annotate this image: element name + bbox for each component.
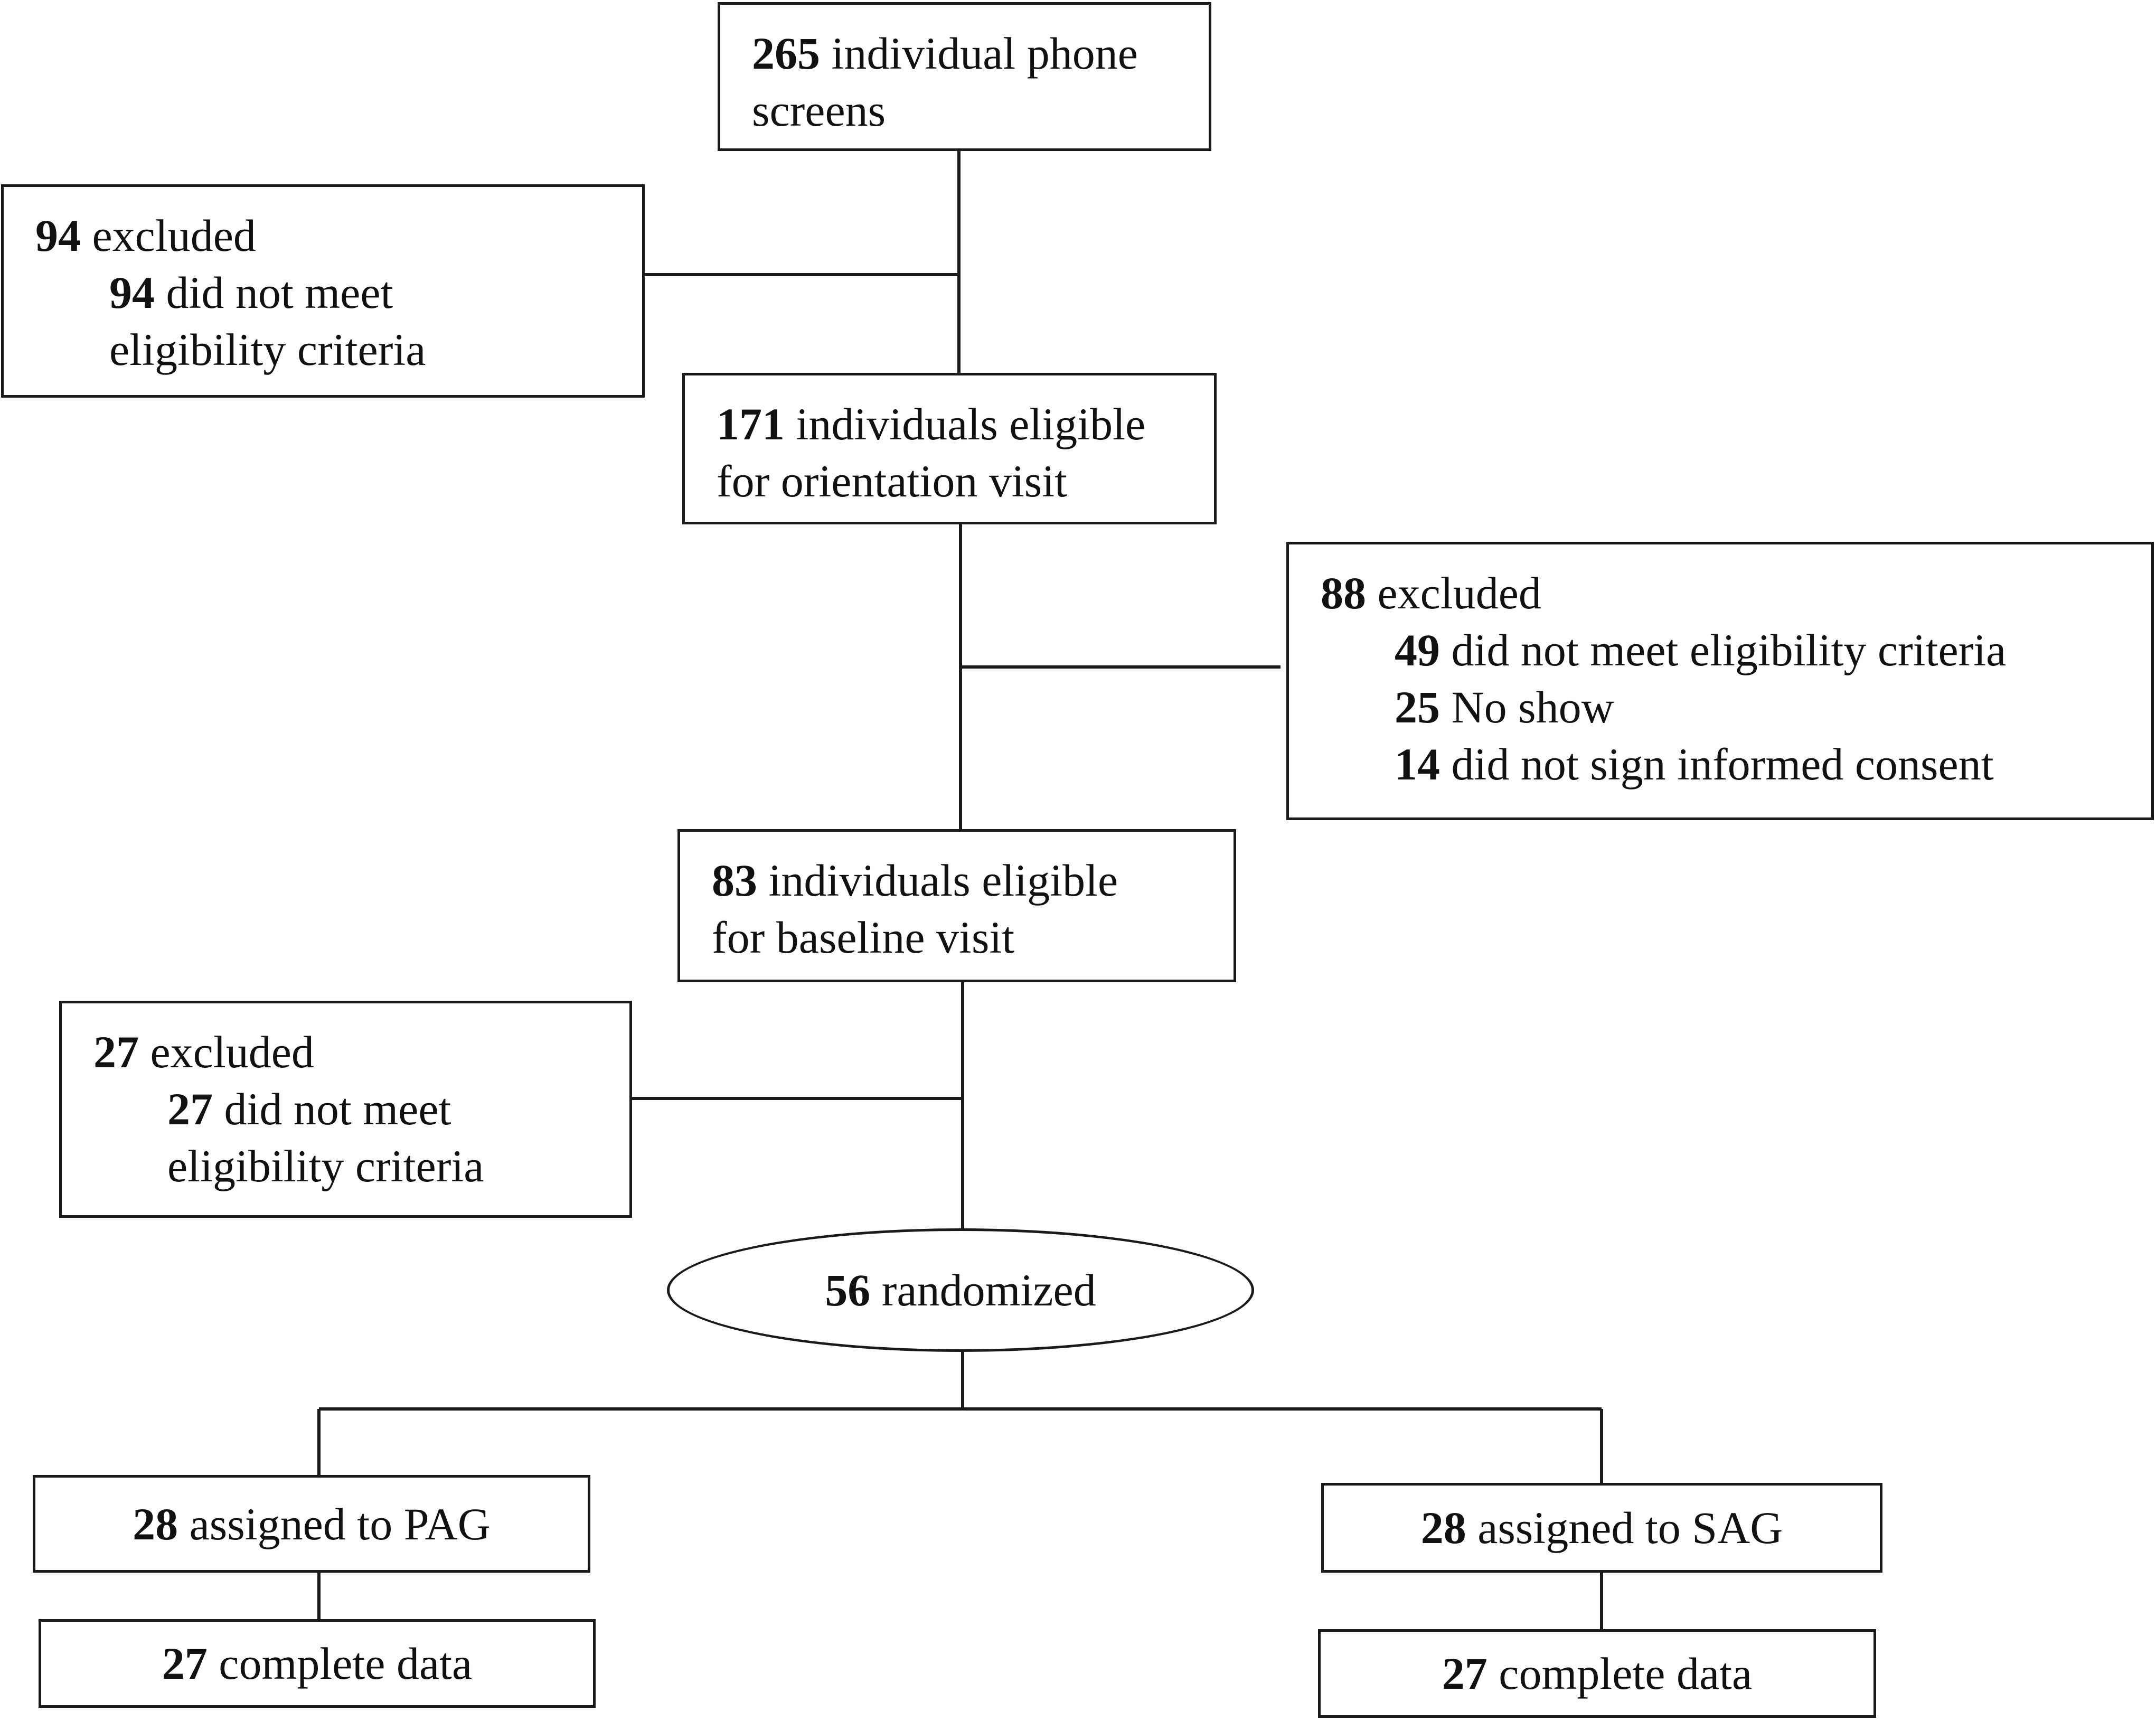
exclusion-2-reason-1-text: did not meet eligibility criteria [1451,625,2007,675]
sag-complete-count: 27 [1442,1648,1487,1699]
exclusion-1-reason-text: did not meet [166,267,393,318]
exclusion-3-reason-text: did not meet [224,1084,451,1134]
randomized-count: 56 [825,1265,871,1315]
exclusion-3-label: excluded [150,1027,314,1077]
exclusion-3-count: 27 [93,1027,139,1077]
exclusion-2-reason-2-text: No show [1451,682,1614,732]
baseline-count: 83 [712,855,757,906]
orientation-text: individuals eligible [796,399,1146,449]
orientation-box: 171 individuals eligible for orientation… [682,373,1217,524]
orientation-text-2: for orientation visit [717,456,1067,506]
exclusion-2-reason-3-text: did not sign informed consent [1451,739,1994,789]
pag-complete-box: 27 complete data [39,1619,596,1708]
exclusion-2-label: excluded [1377,568,1541,618]
exclusion-3-reason-count: 27 [167,1084,213,1134]
phone-screens-count: 265 [752,28,820,79]
baseline-box: 83 individuals eligible for baseline vis… [677,829,1236,982]
phone-screens-box: 265 individual phone screens [718,2,1211,151]
pag-assigned-label: assigned to PAG [189,1498,491,1549]
pag-assigned-count: 28 [133,1498,178,1549]
exclusion-2-count: 88 [1321,568,1366,618]
baseline-text-2: for baseline visit [712,912,1015,963]
exclusion-box-1: 94 excluded 94 did not meet eligibility … [1,184,645,398]
pag-complete-count: 27 [162,1638,208,1689]
phone-screens-text-2: screens [752,85,886,136]
exclusion-2-reason-2-count: 25 [1395,682,1440,732]
exclusion-box-2: 88 excluded 49 did not meet eligibility … [1286,542,2154,820]
baseline-text: individuals eligible [768,855,1118,906]
exclusion-1-label: excluded [92,210,256,261]
orientation-count: 171 [717,399,785,449]
exclusion-1-reason-text-2: eligibility criteria [109,324,426,375]
exclusion-2-reason-3-count: 14 [1395,739,1440,789]
exclusion-1-count: 94 [35,210,81,261]
sag-assigned-count: 28 [1420,1502,1466,1553]
pag-assigned-box: 28 assigned to PAG [33,1475,590,1573]
sag-assigned-box: 28 assigned to SAG [1321,1483,1882,1573]
phone-screens-text: individual phone [831,28,1138,79]
exclusion-box-3: 27 excluded 27 did not meet eligibility … [59,1001,632,1218]
sag-complete-box: 27 complete data [1318,1629,1876,1718]
randomized-label: randomized [881,1265,1096,1315]
randomized-ellipse: 56 randomized [667,1228,1254,1352]
exclusion-3-reason-text-2: eligibility criteria [167,1141,484,1191]
sag-assigned-label: assigned to SAG [1477,1502,1783,1553]
pag-complete-label: complete data [219,1638,473,1689]
sag-complete-label: complete data [1499,1648,1753,1699]
exclusion-1-reason-count: 94 [109,267,155,318]
exclusion-2-reason-1-count: 49 [1395,625,1440,675]
